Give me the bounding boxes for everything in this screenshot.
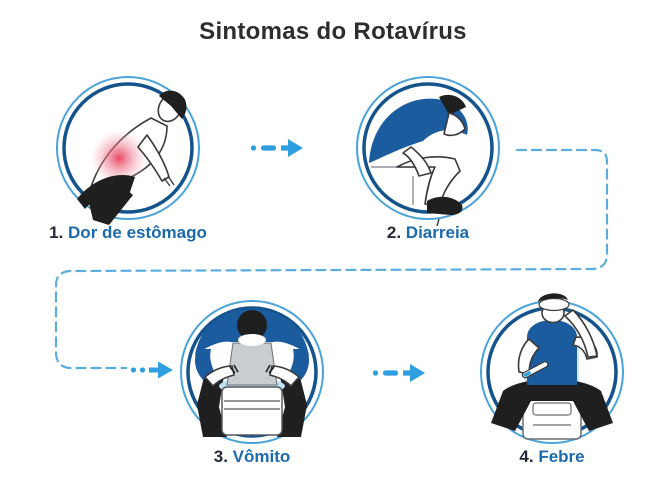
step-1-stomach-ache: 1. Dor de estômago [43,63,213,242]
step-label-row: 4. Febre [442,447,662,467]
step-label-row: 1. Dor de estômago [18,223,238,243]
arrow-connector-into-step3-icon [131,361,173,379]
step-label-row: 2. Diarreia [318,223,538,243]
step-label: Vômito [232,447,291,466]
step-number: 4. [519,447,534,466]
figure [369,94,468,227]
step-label: Diarreia [405,223,470,242]
step-3-vomiting: 3. Vômito [167,287,337,466]
step-number: 2. [386,223,402,242]
page-title: Sintomas do Rotavírus [199,18,467,45]
step-number: 1. [49,223,64,242]
step-4-fever: 4. Febre [467,287,637,466]
step-label-row: 3. Vômito [142,447,362,467]
person-vomiting-icon [180,300,324,444]
person-stomach-pain-icon [56,76,200,225]
person-on-toilet-icon [356,76,500,227]
figure [195,309,309,437]
figure [491,293,613,440]
person-fever-thermometer-icon [480,293,624,444]
step-label: Dor de estômago [68,223,207,242]
arrow-step3-to-step4-icon [373,364,425,382]
step-number: 3. [213,447,228,466]
figure [77,90,187,225]
step-2-diarrhea: 2. Diarreia [343,63,513,242]
step-label: Febre [538,447,585,466]
arrow-step1-to-step2-icon [251,139,303,157]
dashed-connector-step2-to-step3 [54,148,609,370]
